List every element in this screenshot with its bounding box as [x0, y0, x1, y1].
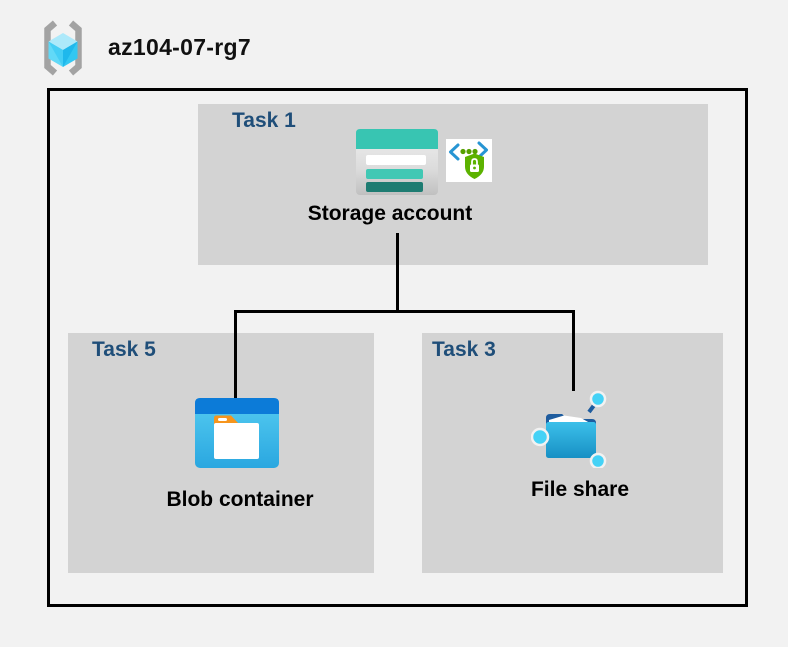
blob-container-label: Blob container: [166, 488, 314, 511]
file-share-label: File share: [530, 478, 630, 501]
task3-label: Task 3: [432, 338, 496, 361]
storage-account-label: Storage account: [307, 202, 473, 225]
connector-to-blob-container: [234, 310, 237, 399]
task1-label: Task 1: [232, 109, 296, 132]
task5-box: Task 5: [68, 333, 374, 573]
connector-to-file-share: [572, 310, 575, 391]
task5-label: Task 5: [92, 338, 156, 361]
blob-container-icon: [195, 398, 279, 468]
connector-storage-stem: [396, 233, 399, 312]
resource-group-icon: [35, 18, 91, 78]
connector-horizontal: [234, 310, 575, 313]
shared-access-signature-icon: [446, 139, 492, 182]
task1-box: Task 1: [198, 104, 708, 265]
file-share-icon: [531, 390, 613, 468]
storage-account-icon: [356, 129, 438, 195]
resource-group-title: az104-07-rg7: [108, 34, 251, 60]
resource-group-boundary: [47, 88, 748, 607]
